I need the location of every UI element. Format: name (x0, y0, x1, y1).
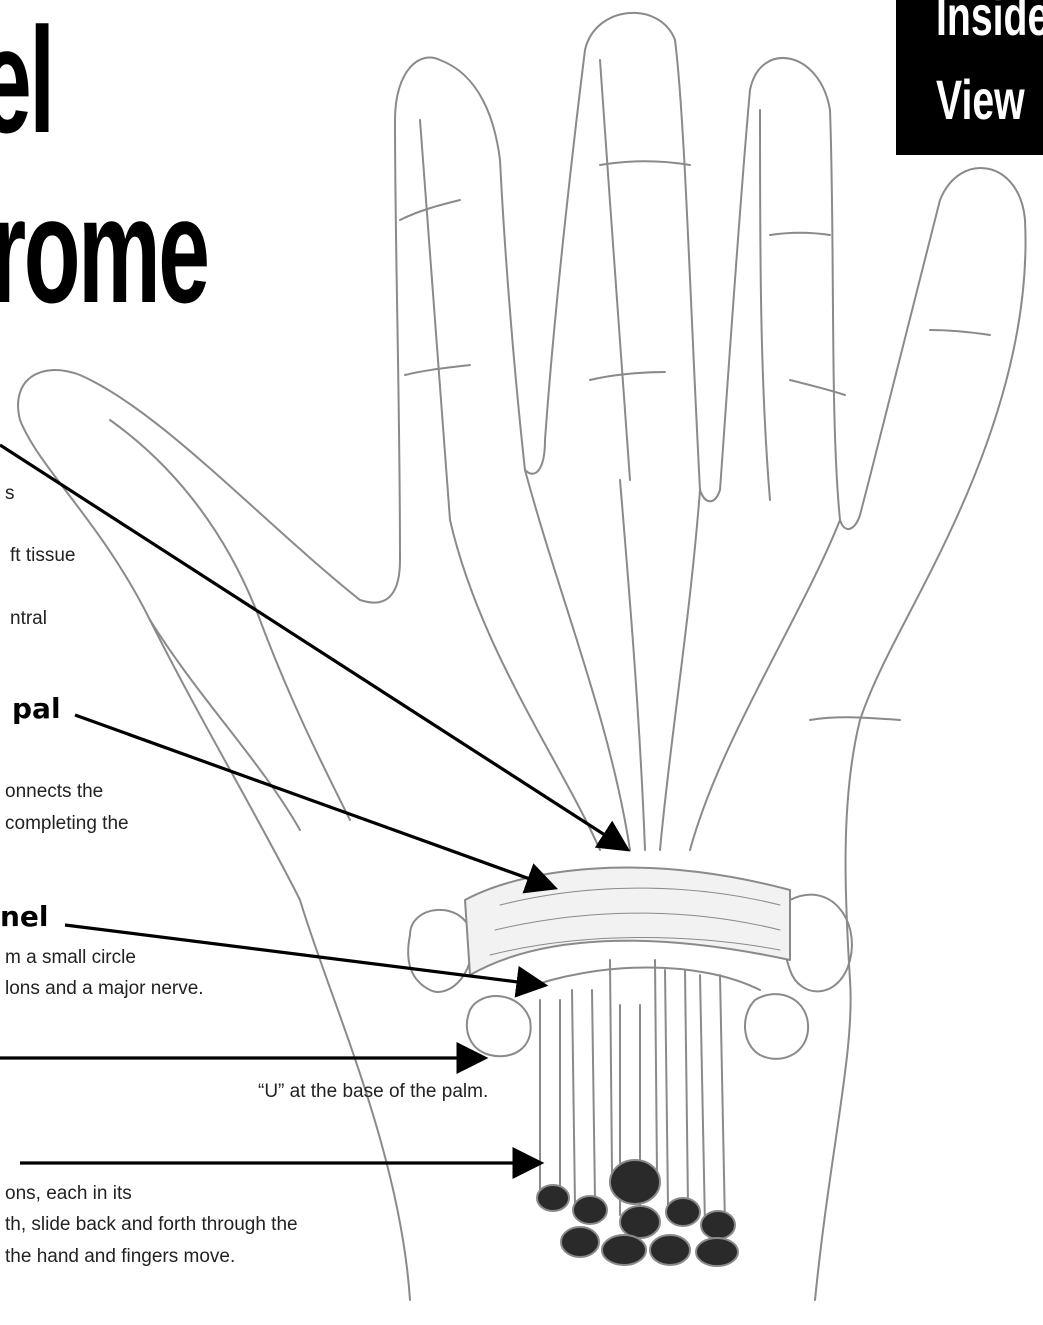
tendons-caption-line: the hand and fingers move. (5, 1241, 235, 1272)
nerve-caption-line: ft tissue (10, 540, 75, 571)
tendons-caption-line: ons, each in its (5, 1178, 132, 1209)
tendon-ends (537, 1160, 738, 1266)
ligament-heading: pal (12, 692, 61, 725)
tunnel-heading: nel (0, 900, 49, 933)
title-line-1: el (0, 5, 53, 155)
ligament-caption-line: onnects the (5, 776, 103, 807)
bones-caption-line: “U” at the base of the palm. (258, 1076, 488, 1107)
ligament-arrow (75, 715, 552, 887)
title-line-2: rome (0, 175, 207, 325)
tunnel-caption-line: m a small circle (5, 942, 136, 973)
badge-line-1: Inside (936, 0, 1043, 44)
tendons-caption-line: th, slide back and forth through the (5, 1209, 298, 1240)
tunnel-caption-line: lons and a major nerve. (5, 973, 204, 1004)
nerve-caption-line: s (5, 478, 15, 509)
nerve-caption-line: ntral (10, 603, 47, 634)
inside-view-badge: Inside View (896, 0, 1043, 155)
ligament-caption-line: completing the (5, 808, 129, 839)
badge-line-2: View (936, 72, 1025, 128)
